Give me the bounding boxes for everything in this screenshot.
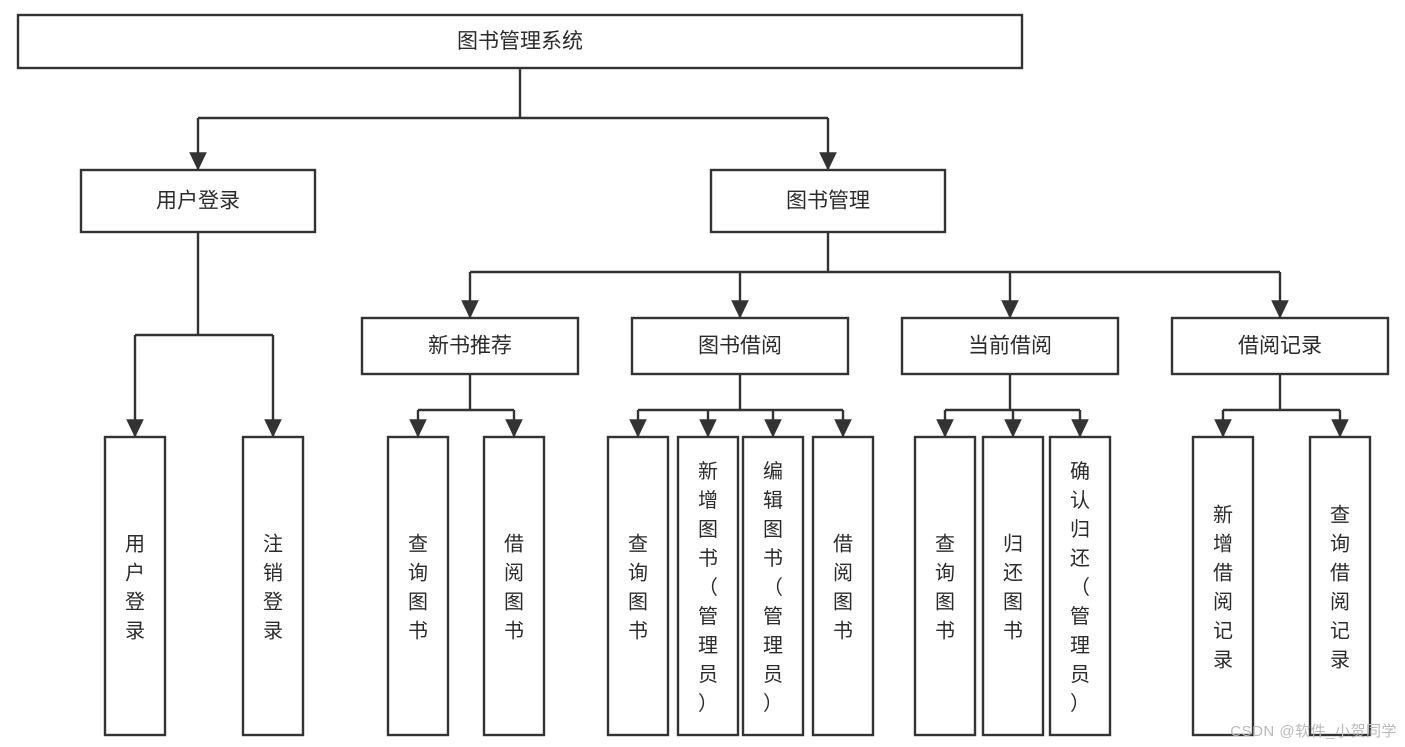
node-book-borrow[interactable]: 图书借阅 [630, 316, 850, 376]
node-current-borrow[interactable]: 当前借阅 [900, 316, 1120, 376]
node-new-book-recommend[interactable]: 新书推荐 [360, 316, 580, 376]
node-book-management[interactable]: 图书管理 [709, 168, 947, 234]
node-box-user-login[interactable] [79, 168, 317, 234]
node-label-leaf-query-book-recommend: 查询图书 [408, 533, 428, 643]
node-leaf-add-book-admin[interactable]: 新增图书（管理员） [676, 435, 740, 737]
node-leaf-user-login[interactable]: 用户登录 [103, 435, 167, 737]
node-box-leaf-query-borrow-record[interactable] [1308, 435, 1372, 737]
node-box-book-borrow[interactable] [630, 316, 850, 376]
node-box-leaf-logout-login[interactable] [241, 435, 305, 737]
node-box-leaf-query-book-current[interactable] [913, 435, 977, 737]
node-box-leaf-query-book-recommend[interactable] [386, 435, 450, 737]
node-root[interactable]: 图书管理系统 [16, 13, 1024, 70]
node-leaf-add-borrow-record[interactable]: 新增借阅记录 [1191, 435, 1255, 737]
node-label-borrow-record: 借阅记录 [1238, 335, 1322, 358]
node-label-leaf-query-borrow-record: 查询借阅记录 [1330, 504, 1350, 672]
node-label-leaf-edit-book-admin: 编辑图书（管理员） [763, 460, 783, 715]
node-box-root[interactable] [16, 13, 1024, 70]
node-box-leaf-borrow-book-recommend[interactable] [482, 435, 546, 737]
node-label-new-book-recommend: 新书推荐 [428, 335, 512, 358]
node-box-leaf-add-book-admin[interactable] [676, 435, 740, 737]
node-label-leaf-query-book-current: 查询图书 [935, 533, 955, 643]
node-label-current-borrow: 当前借阅 [968, 335, 1052, 358]
node-label-leaf-borrow-book-recommend: 借阅图书 [504, 533, 524, 643]
node-label-leaf-logout-login: 注销登录 [263, 533, 283, 643]
node-leaf-logout-login[interactable]: 注销登录 [241, 435, 305, 737]
node-box-leaf-borrow-book[interactable] [811, 435, 875, 737]
node-leaf-confirm-return-admin[interactable]: 确认归还（管理员） [1048, 435, 1112, 737]
node-borrow-record[interactable]: 借阅记录 [1170, 316, 1390, 376]
node-label-root: 图书管理系统 [457, 30, 583, 53]
node-label-leaf-confirm-return-admin: 确认归还（管理员） [1070, 460, 1090, 715]
node-leaf-return-book[interactable]: 归还图书 [981, 435, 1045, 737]
node-box-book-management[interactable] [709, 168, 947, 234]
node-box-borrow-record[interactable] [1170, 316, 1390, 376]
watermark-label: CSDN @软件_小贺同学 [1230, 723, 1397, 740]
node-box-current-borrow[interactable] [900, 316, 1120, 376]
node-label-leaf-add-borrow-record: 新增借阅记录 [1213, 504, 1233, 672]
node-leaf-query-book-recommend[interactable]: 查询图书 [386, 435, 450, 737]
node-leaf-edit-book-admin[interactable]: 编辑图书（管理员） [741, 435, 805, 737]
node-label-leaf-add-book-admin: 新增图书（管理员） [698, 460, 718, 715]
node-boxes: 图书管理系统用户登录图书管理新书推荐图书借阅当前借阅借阅记录用户登录注销登录查询… [16, 13, 1390, 737]
node-leaf-query-borrow-record[interactable]: 查询借阅记录 [1308, 435, 1372, 737]
node-box-leaf-edit-book-admin[interactable] [741, 435, 805, 737]
node-leaf-borrow-book[interactable]: 借阅图书 [811, 435, 875, 737]
node-label-leaf-user-login: 用户登录 [125, 534, 145, 643]
node-box-leaf-return-book[interactable] [981, 435, 1045, 737]
node-box-leaf-add-borrow-record[interactable] [1191, 435, 1255, 737]
node-leaf-borrow-book-recommend[interactable]: 借阅图书 [482, 435, 546, 737]
node-box-leaf-confirm-return-admin[interactable] [1048, 435, 1112, 737]
node-label-leaf-query-book-borrow: 查询图书 [628, 533, 648, 643]
node-leaf-query-book-borrow[interactable]: 查询图书 [606, 435, 670, 737]
node-leaf-query-book-current[interactable]: 查询图书 [913, 435, 977, 737]
node-label-book-borrow: 图书借阅 [698, 335, 782, 358]
node-label-book-management: 图书管理 [786, 190, 870, 213]
node-label-leaf-return-book: 归还图书 [1003, 533, 1023, 643]
node-box-new-book-recommend[interactable] [360, 316, 580, 376]
node-user-login[interactable]: 用户登录 [79, 168, 317, 234]
node-box-leaf-query-book-borrow[interactable] [606, 435, 670, 737]
node-box-leaf-user-login[interactable] [103, 435, 167, 737]
node-label-leaf-borrow-book: 借阅图书 [833, 533, 853, 643]
node-label-user-login: 用户登录 [156, 190, 240, 213]
connector-lines [126, 68, 1349, 438]
